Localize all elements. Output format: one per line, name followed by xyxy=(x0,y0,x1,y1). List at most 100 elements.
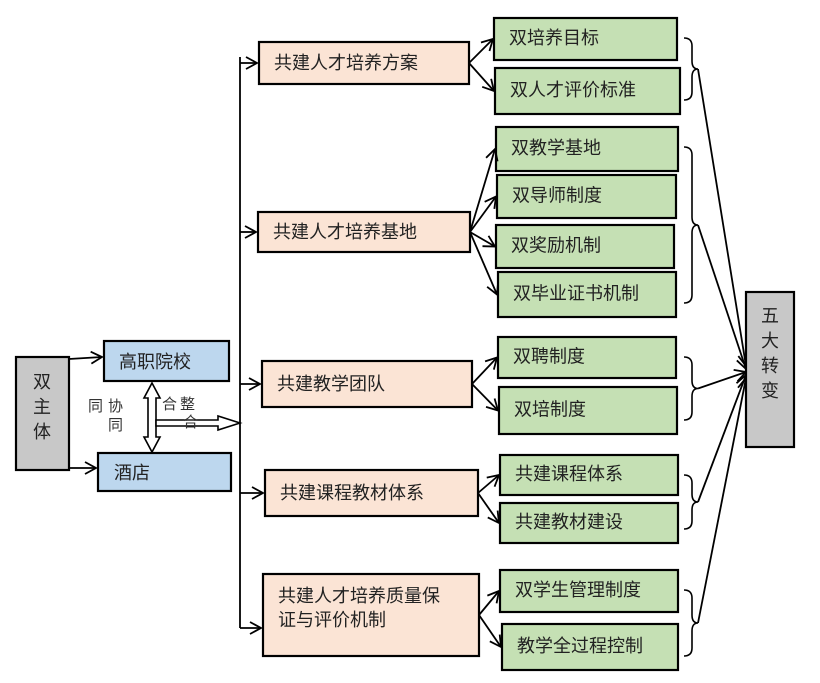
integration-char: 合 xyxy=(183,413,198,431)
party-college-rect xyxy=(102,339,231,383)
initiative-label: 共建人才培养基地 xyxy=(273,222,417,243)
outcome-char: 大 xyxy=(761,331,779,352)
collaboration-double-arrow xyxy=(142,381,162,454)
arrow-initiative-measure xyxy=(477,492,501,525)
grouping-brace xyxy=(683,474,699,530)
measure-label: 双导师制度 xyxy=(512,186,602,207)
subject-char: 双 xyxy=(33,372,51,393)
measure-box: 教学全过程控制 xyxy=(500,622,680,672)
measure-rect xyxy=(495,173,678,220)
outcome-rect xyxy=(744,290,796,449)
measure-rect xyxy=(497,385,679,436)
measure-rect xyxy=(500,622,680,672)
initiative-box: 共建人才培养方案 xyxy=(257,40,471,86)
party-college: 高职院校 xyxy=(102,339,231,383)
arrow-to-outcome xyxy=(697,376,751,624)
measure-rect xyxy=(496,270,678,319)
measure-box: 双毕业证书机制 xyxy=(496,270,678,319)
initiative-box: 共建课程教材体系 xyxy=(263,468,480,518)
initiative-rect xyxy=(257,40,471,86)
arrow-to-outcome xyxy=(697,369,748,390)
arrow-initiative-measure xyxy=(468,37,495,64)
subject-rect xyxy=(14,355,71,472)
outcome-box: 五 大 转 变 xyxy=(744,290,796,449)
measure-rect xyxy=(493,66,682,116)
outcome-char: 五 xyxy=(761,306,779,327)
measures: 双培养目标双人才评价标准双教学基地双导师制度双奖励机制双毕业证书机制双聘制度双培… xyxy=(492,16,682,672)
arrow-to-outcome xyxy=(697,224,750,371)
subject-char: 体 xyxy=(33,422,51,443)
grouping-brace xyxy=(683,146,699,304)
initiative-rect xyxy=(260,359,474,409)
initiative-label: 共建人才培养方案 xyxy=(274,53,418,74)
measure-box: 共建教材建设 xyxy=(498,501,680,545)
outcome-char: 转 xyxy=(761,356,779,377)
collab-char: 协 xyxy=(108,397,123,415)
arrow-subject-college xyxy=(68,350,104,365)
initiative-box: 共建人才培养基地 xyxy=(256,210,472,254)
initiative-label: 共建课程教材体系 xyxy=(280,483,424,504)
party-hotel-rect xyxy=(96,451,233,493)
initiative-label: 共建人才培养质量保 xyxy=(278,586,440,607)
arrow-initiative-measure xyxy=(478,614,503,649)
measure-label: 双奖励机制 xyxy=(511,236,601,257)
arrow-initiative-measure xyxy=(469,194,498,233)
measure-box: 双培制度 xyxy=(497,385,679,436)
measure-box: 双导师制度 xyxy=(495,173,678,220)
outcome-char: 变 xyxy=(761,381,779,402)
subject-box: 双 主 体 xyxy=(14,355,71,472)
links xyxy=(240,37,752,657)
arrow-initiative-measure xyxy=(469,147,499,233)
measure-label: 双聘制度 xyxy=(513,347,585,368)
initiative-label: 共建教学团队 xyxy=(277,374,385,395)
measure-rect xyxy=(494,223,676,270)
arrow-initiative-measure xyxy=(471,383,500,412)
arrow-initiative-measure xyxy=(477,473,501,494)
measure-label: 双学生管理制度 xyxy=(515,580,641,601)
measure-box: 双教学基地 xyxy=(494,125,680,173)
measure-rect xyxy=(492,16,679,62)
grouping-brace xyxy=(683,589,699,657)
party-hotel-label: 酒店 xyxy=(114,463,150,484)
measure-label: 双教学基地 xyxy=(511,138,601,159)
initiatives: 共建人才培养方案共建人才培养基地共建教学团队共建课程教材体系共建人才培养质量保证… xyxy=(256,40,481,658)
measure-rect xyxy=(498,501,680,545)
measure-label: 双培制度 xyxy=(514,400,586,421)
measure-label: 共建课程体系 xyxy=(515,464,623,485)
measure-label: 双培养目标 xyxy=(509,28,599,49)
integration-char: 合 xyxy=(162,395,177,413)
initiative-box: 共建教学团队 xyxy=(260,359,474,409)
collab-char: 同 xyxy=(88,397,103,415)
measure-box: 共建课程体系 xyxy=(498,453,680,497)
measure-rect xyxy=(496,335,678,380)
measure-box: 双聘制度 xyxy=(496,335,678,380)
integration-arrow xyxy=(155,414,243,432)
measure-label: 共建教材建设 xyxy=(515,512,623,533)
measure-box: 双人才评价标准 xyxy=(493,66,682,116)
collab-char: 同 xyxy=(108,416,123,434)
grouping-brace xyxy=(683,37,699,101)
measure-label: 双毕业证书机制 xyxy=(513,284,639,305)
measure-rect xyxy=(498,453,680,497)
measure-box: 双奖励机制 xyxy=(494,223,676,270)
arrow-to-outcome xyxy=(697,68,752,368)
arrow-initiative-measure xyxy=(478,589,501,616)
grouping-brace xyxy=(683,356,699,421)
measure-box: 双学生管理制度 xyxy=(498,568,680,614)
measure-label: 双人才评价标准 xyxy=(510,80,636,101)
integration-char: 整 xyxy=(180,395,195,413)
party-hotel: 酒店 xyxy=(96,451,233,493)
arrow-initiative-measure xyxy=(469,231,500,297)
initiative-label: 证与评价机制 xyxy=(278,610,386,631)
arrow-initiative-measure xyxy=(469,231,497,248)
arrow-initiative-measure xyxy=(468,62,496,93)
arrow-initiative-measure xyxy=(471,356,499,385)
measure-rect xyxy=(498,568,680,614)
party-college-label: 高职院校 xyxy=(119,352,191,373)
arrow-to-outcome xyxy=(697,373,749,503)
measure-label: 教学全过程控制 xyxy=(517,636,643,657)
subject-char: 主 xyxy=(33,397,51,418)
measure-box: 双培养目标 xyxy=(492,16,679,62)
